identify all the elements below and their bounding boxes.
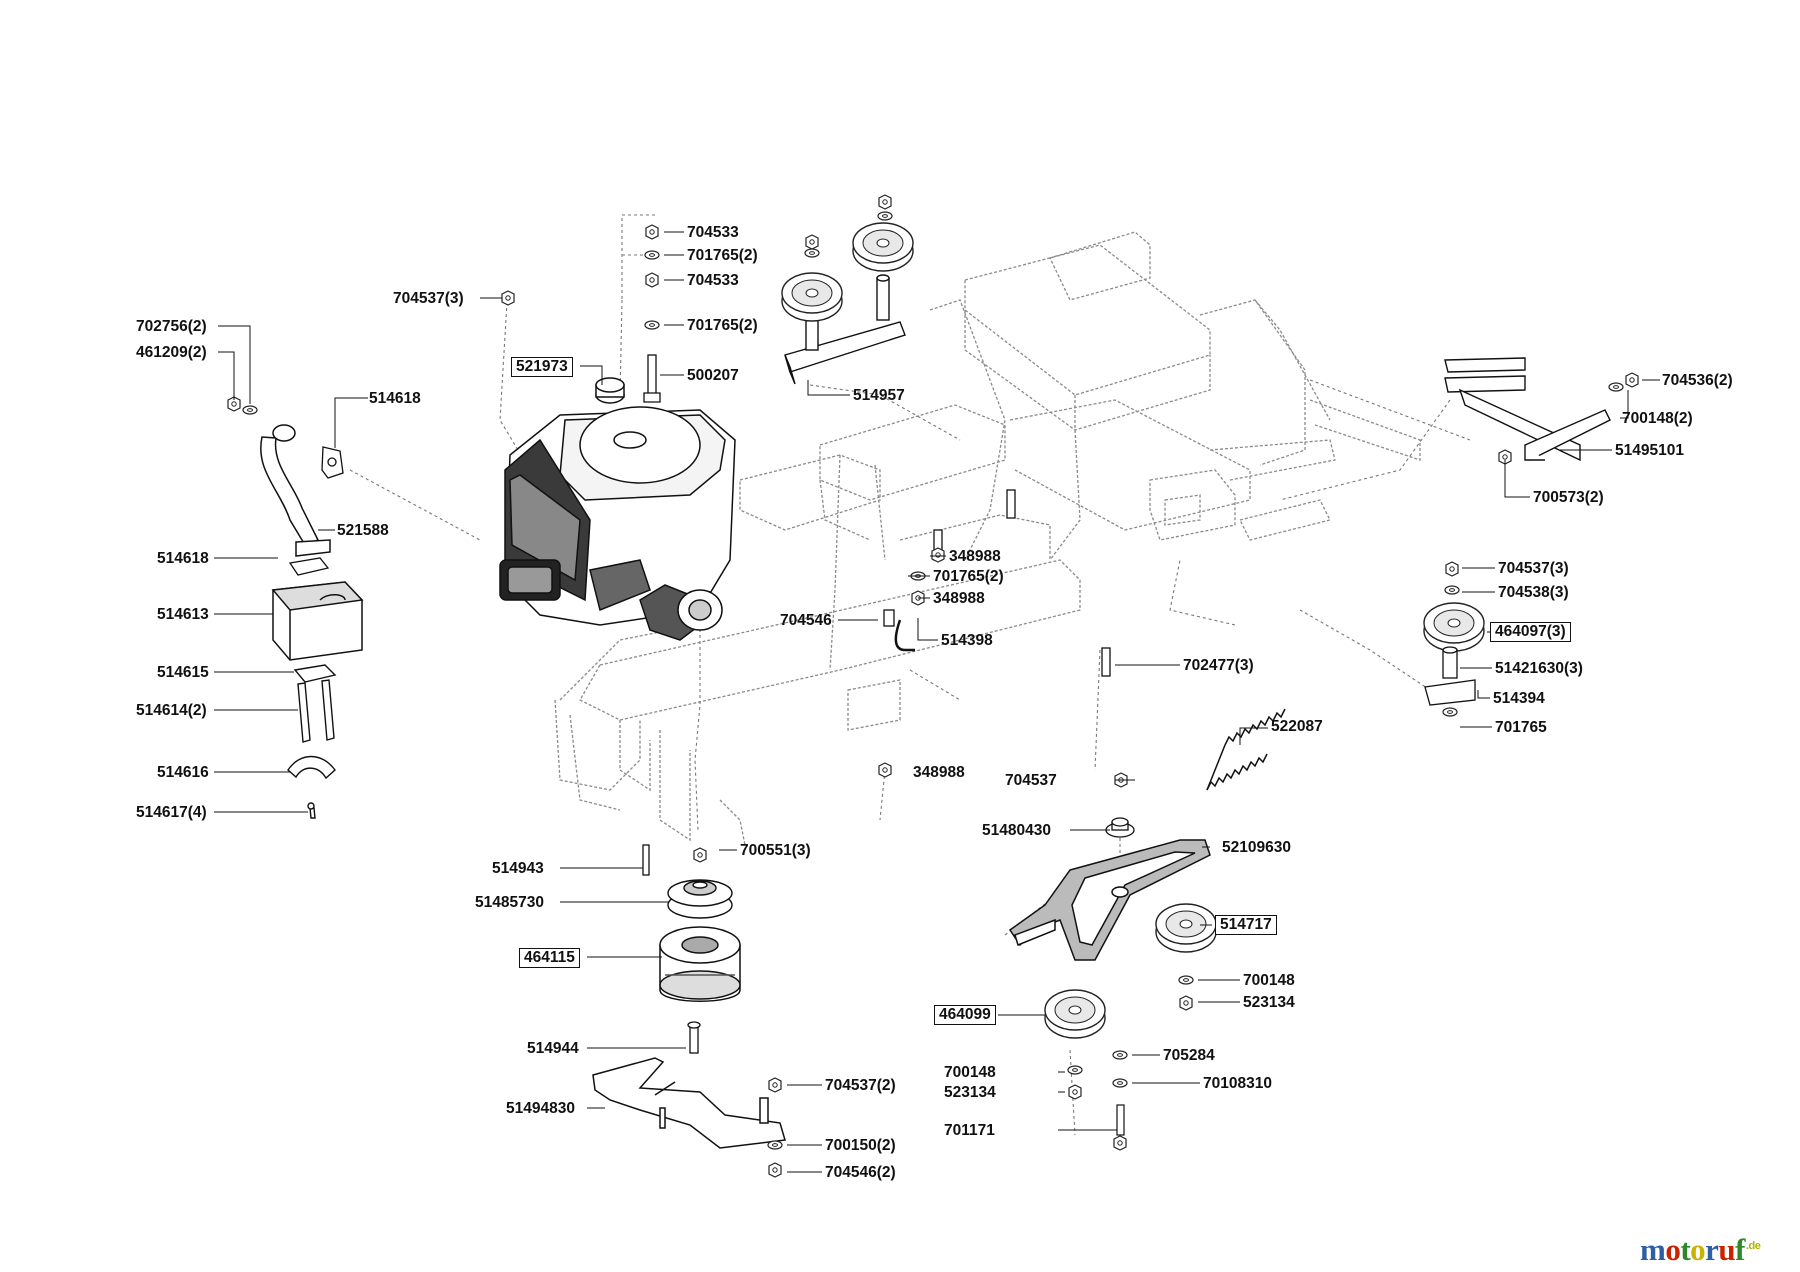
part-label-522087: 522087 [1271, 718, 1323, 735]
spring [1206, 708, 1286, 791]
gaskets [288, 446, 344, 576]
part-label-704537-2: 704537(2) [825, 1077, 896, 1094]
part-label-701765-2: 701765(2) [687, 317, 758, 334]
part-label-704533: 704533 [687, 224, 739, 241]
part-label-51495101: 51495101 [1615, 442, 1684, 459]
part-label-464115: 464115 [519, 948, 580, 968]
part-label-52109630: 52109630 [1222, 839, 1291, 856]
logo-suffix: .de [1746, 1239, 1761, 1252]
part-label-521973: 521973 [511, 357, 573, 377]
pto-key [642, 844, 650, 876]
middle-hardware [878, 489, 1111, 778]
part-label-514943: 514943 [492, 860, 544, 877]
part-label-514717: 514717 [1215, 915, 1277, 935]
clutch-bracket [592, 1057, 786, 1149]
tensioner-hardware [1067, 975, 1194, 1151]
part-label-700148: 700148 [944, 1064, 996, 1081]
part-label-705284: 705284 [1163, 1047, 1215, 1064]
engine-bolt [643, 354, 661, 403]
part-label-514614-2: 514614(2) [136, 702, 207, 719]
part-label-70108310: 70108310 [1203, 1075, 1272, 1092]
part-label-700148: 700148 [1243, 972, 1295, 989]
part-label-51480430: 51480430 [982, 822, 1051, 839]
part-label-514957: 514957 [853, 387, 905, 404]
idler-pulley-left [781, 272, 843, 322]
part-label-51421630-3: 51421630(3) [1495, 660, 1583, 677]
part-label-704538-3: 704538(3) [1498, 584, 1569, 601]
part-label-704546: 704546 [780, 612, 832, 629]
part-label-704546-2: 704546(2) [825, 1164, 896, 1181]
electric-clutch [659, 926, 741, 1002]
muffler-hardware [287, 664, 337, 819]
label-leaders [214, 231, 1660, 1173]
part-label-701765-2: 701765(2) [687, 247, 758, 264]
part-label-700551-3: 700551(3) [740, 842, 811, 859]
part-label-704537-3: 704537(3) [1498, 560, 1569, 577]
tensioner-arm [1008, 839, 1211, 961]
part-label-704536-2: 704536(2) [1662, 372, 1733, 389]
idler-pulley-right [852, 222, 914, 272]
part-label-702756-2: 702756(2) [136, 318, 207, 335]
part-label-701765: 701765 [1495, 719, 1547, 736]
tensioner-pulley [1155, 903, 1217, 953]
part-label-348988: 348988 [949, 548, 1001, 565]
drive-pulley [667, 879, 733, 919]
part-label-704537: 704537 [1005, 772, 1057, 789]
clutch-bolt [687, 1021, 701, 1054]
right-pulley [1423, 602, 1485, 652]
part-label-523134: 523134 [944, 1084, 996, 1101]
motoruf-logo: motoruf.de [1640, 1232, 1761, 1267]
part-label-51494830: 51494830 [506, 1100, 575, 1117]
right-pulley-hardware [1424, 561, 1476, 717]
part-label-514615: 514615 [157, 664, 209, 681]
part-label-514616: 514616 [157, 764, 209, 781]
part-label-348988: 348988 [913, 764, 965, 781]
part-label-514617-4: 514617(4) [136, 804, 207, 821]
engine [499, 377, 736, 641]
part-label-521588: 521588 [337, 522, 389, 539]
part-label-514613: 514613 [157, 606, 209, 623]
part-label-704537-3: 704537(3) [393, 290, 464, 307]
part-label-348988: 348988 [933, 590, 985, 607]
part-label-514394: 514394 [1493, 690, 1545, 707]
part-label-702477-3: 702477(3) [1183, 657, 1254, 674]
part-label-514618: 514618 [369, 390, 421, 407]
part-label-514944: 514944 [527, 1040, 579, 1057]
part-label-701171: 701171 [944, 1122, 995, 1139]
part-label-514618: 514618 [157, 550, 209, 567]
part-label-464097-3: 464097(3) [1490, 622, 1571, 642]
part-label-523134: 523134 [1243, 994, 1295, 1011]
part-label-700150-2: 700150(2) [825, 1137, 896, 1154]
part-label-700148-2: 700148(2) [1622, 410, 1693, 427]
part-label-704533: 704533 [687, 272, 739, 289]
part-label-700573-2: 700573(2) [1533, 489, 1604, 506]
part-label-51485730: 51485730 [475, 894, 544, 911]
part-label-461209-2: 461209(2) [136, 344, 207, 361]
part-label-500207: 500207 [687, 367, 739, 384]
mower-frame [554, 231, 1421, 846]
exhaust-pipe [260, 424, 331, 557]
part-label-514398: 514398 [941, 632, 993, 649]
tensioner-spacers [1105, 772, 1135, 838]
part-label-701765-2: 701765(2) [933, 568, 1004, 585]
lower-pulley [1044, 989, 1106, 1039]
exhaust-nuts [227, 396, 258, 415]
right-bracket [1444, 357, 1611, 462]
leader-lines [349, 214, 1471, 1136]
part-label-464099: 464099 [934, 1005, 996, 1025]
muffler [271, 581, 364, 661]
